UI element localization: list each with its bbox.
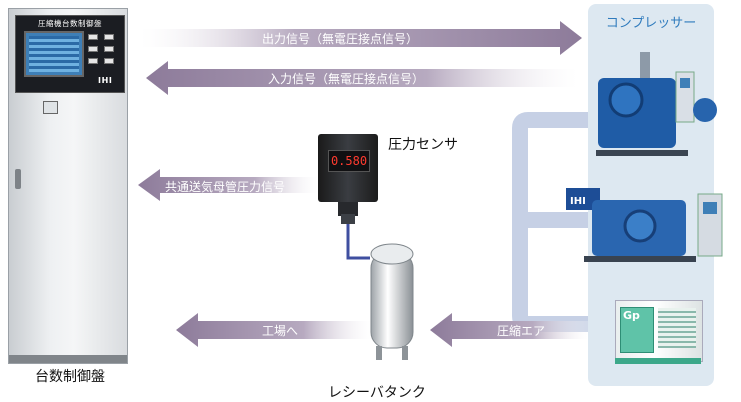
output-signal-label: 出力信号（無電圧接点信号） bbox=[262, 32, 419, 46]
panel-button bbox=[88, 34, 98, 40]
control-cabinet: 圧縮機台数制御盤 IHI bbox=[8, 8, 128, 364]
to-factory-arrow bbox=[176, 313, 372, 347]
compressor-3-base bbox=[615, 358, 701, 364]
input-signal-arrow bbox=[146, 61, 578, 95]
input-signal-label: 入力信号（無電圧接点信号） bbox=[268, 72, 425, 86]
compressor-unit-1 bbox=[596, 52, 717, 156]
sensor-caption: 圧力センサ bbox=[388, 137, 458, 153]
compressor-3-logo: Gp bbox=[623, 309, 640, 322]
cabinet-door-handle bbox=[15, 169, 21, 189]
cabinet-caption: 台数制御盤 bbox=[35, 369, 105, 385]
compressor-3-grille bbox=[658, 308, 696, 348]
cabinet-control-panel: 圧縮機台数制御盤 IHI bbox=[15, 15, 125, 93]
compressor-2-brand: IHI bbox=[570, 196, 586, 207]
touch-screen bbox=[24, 31, 84, 77]
to-factory-label: 工場へ bbox=[262, 324, 299, 338]
sensor-fitting bbox=[341, 214, 355, 224]
cabinet-nameplate bbox=[43, 101, 58, 114]
compressed-air-label: 圧縮エア bbox=[497, 324, 546, 338]
air-header-pipe bbox=[512, 112, 588, 332]
pressure-signal-arrow bbox=[138, 169, 318, 201]
pressure-signal-label: 共通送気母管圧力信号 bbox=[165, 180, 286, 194]
cabinet-panel-title: 圧縮機台数制御盤 bbox=[38, 19, 102, 28]
panel-button bbox=[104, 58, 114, 64]
panel-button bbox=[88, 58, 98, 64]
panel-button bbox=[104, 34, 114, 40]
compressor-title: コンプレッサー bbox=[605, 16, 697, 31]
compressor-3-panel bbox=[620, 307, 654, 353]
receiver-tank bbox=[370, 243, 414, 360]
panel-button bbox=[88, 46, 98, 52]
compressor-unit-2 bbox=[566, 188, 723, 262]
sensor-neck bbox=[338, 202, 358, 216]
cabinet-brand: IHI bbox=[98, 76, 113, 85]
cabinet-base bbox=[9, 355, 127, 363]
sensor-tube bbox=[346, 224, 370, 260]
output-signal-arrow bbox=[140, 21, 582, 55]
tank-caption: レシーバタンク bbox=[328, 385, 426, 401]
compressed-air-arrow bbox=[430, 313, 588, 347]
screen-display bbox=[29, 36, 79, 72]
panel-button bbox=[104, 46, 114, 52]
sensor-readout: 0.580 bbox=[328, 150, 370, 172]
